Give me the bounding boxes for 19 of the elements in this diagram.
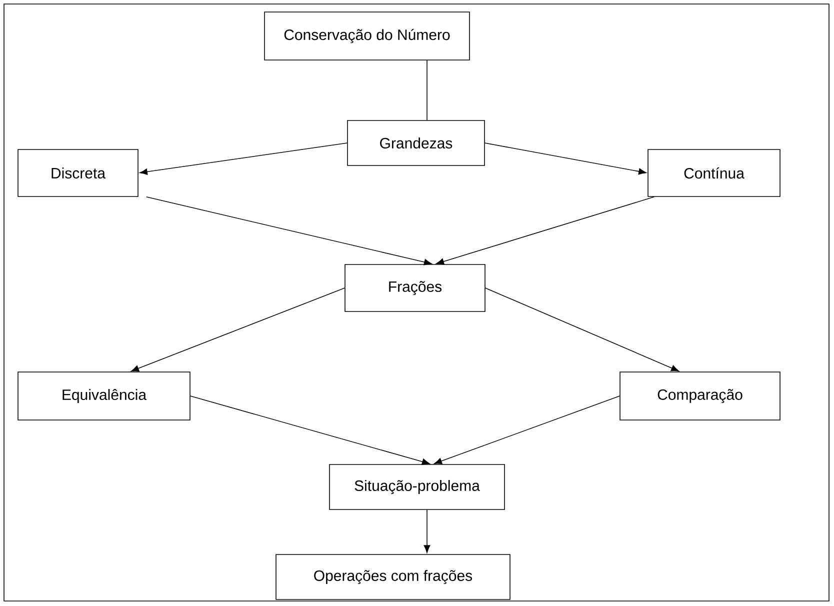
concept-box: Operações com frações	[276, 554, 510, 600]
concept-box: Situação-problema	[329, 464, 505, 510]
arrow	[131, 288, 345, 372]
arrow	[436, 196, 654, 265]
arrow	[434, 396, 620, 464]
concept-box: Contínua	[648, 149, 780, 197]
concept-box: Frações	[344, 264, 486, 312]
arrow	[190, 396, 430, 465]
arrow	[484, 142, 646, 175]
concept-box: Equivalência	[18, 372, 190, 420]
connector-line	[426, 60, 428, 120]
concept-box: Discreta	[18, 149, 138, 197]
arrow	[146, 196, 432, 266]
arrow	[140, 142, 348, 175]
concept-box: Conservação do Número	[264, 12, 470, 60]
concept-box: Comparação	[620, 372, 780, 420]
arrow	[424, 510, 430, 553]
concept-box: Grandezas	[347, 120, 485, 166]
arrow	[485, 288, 679, 372]
